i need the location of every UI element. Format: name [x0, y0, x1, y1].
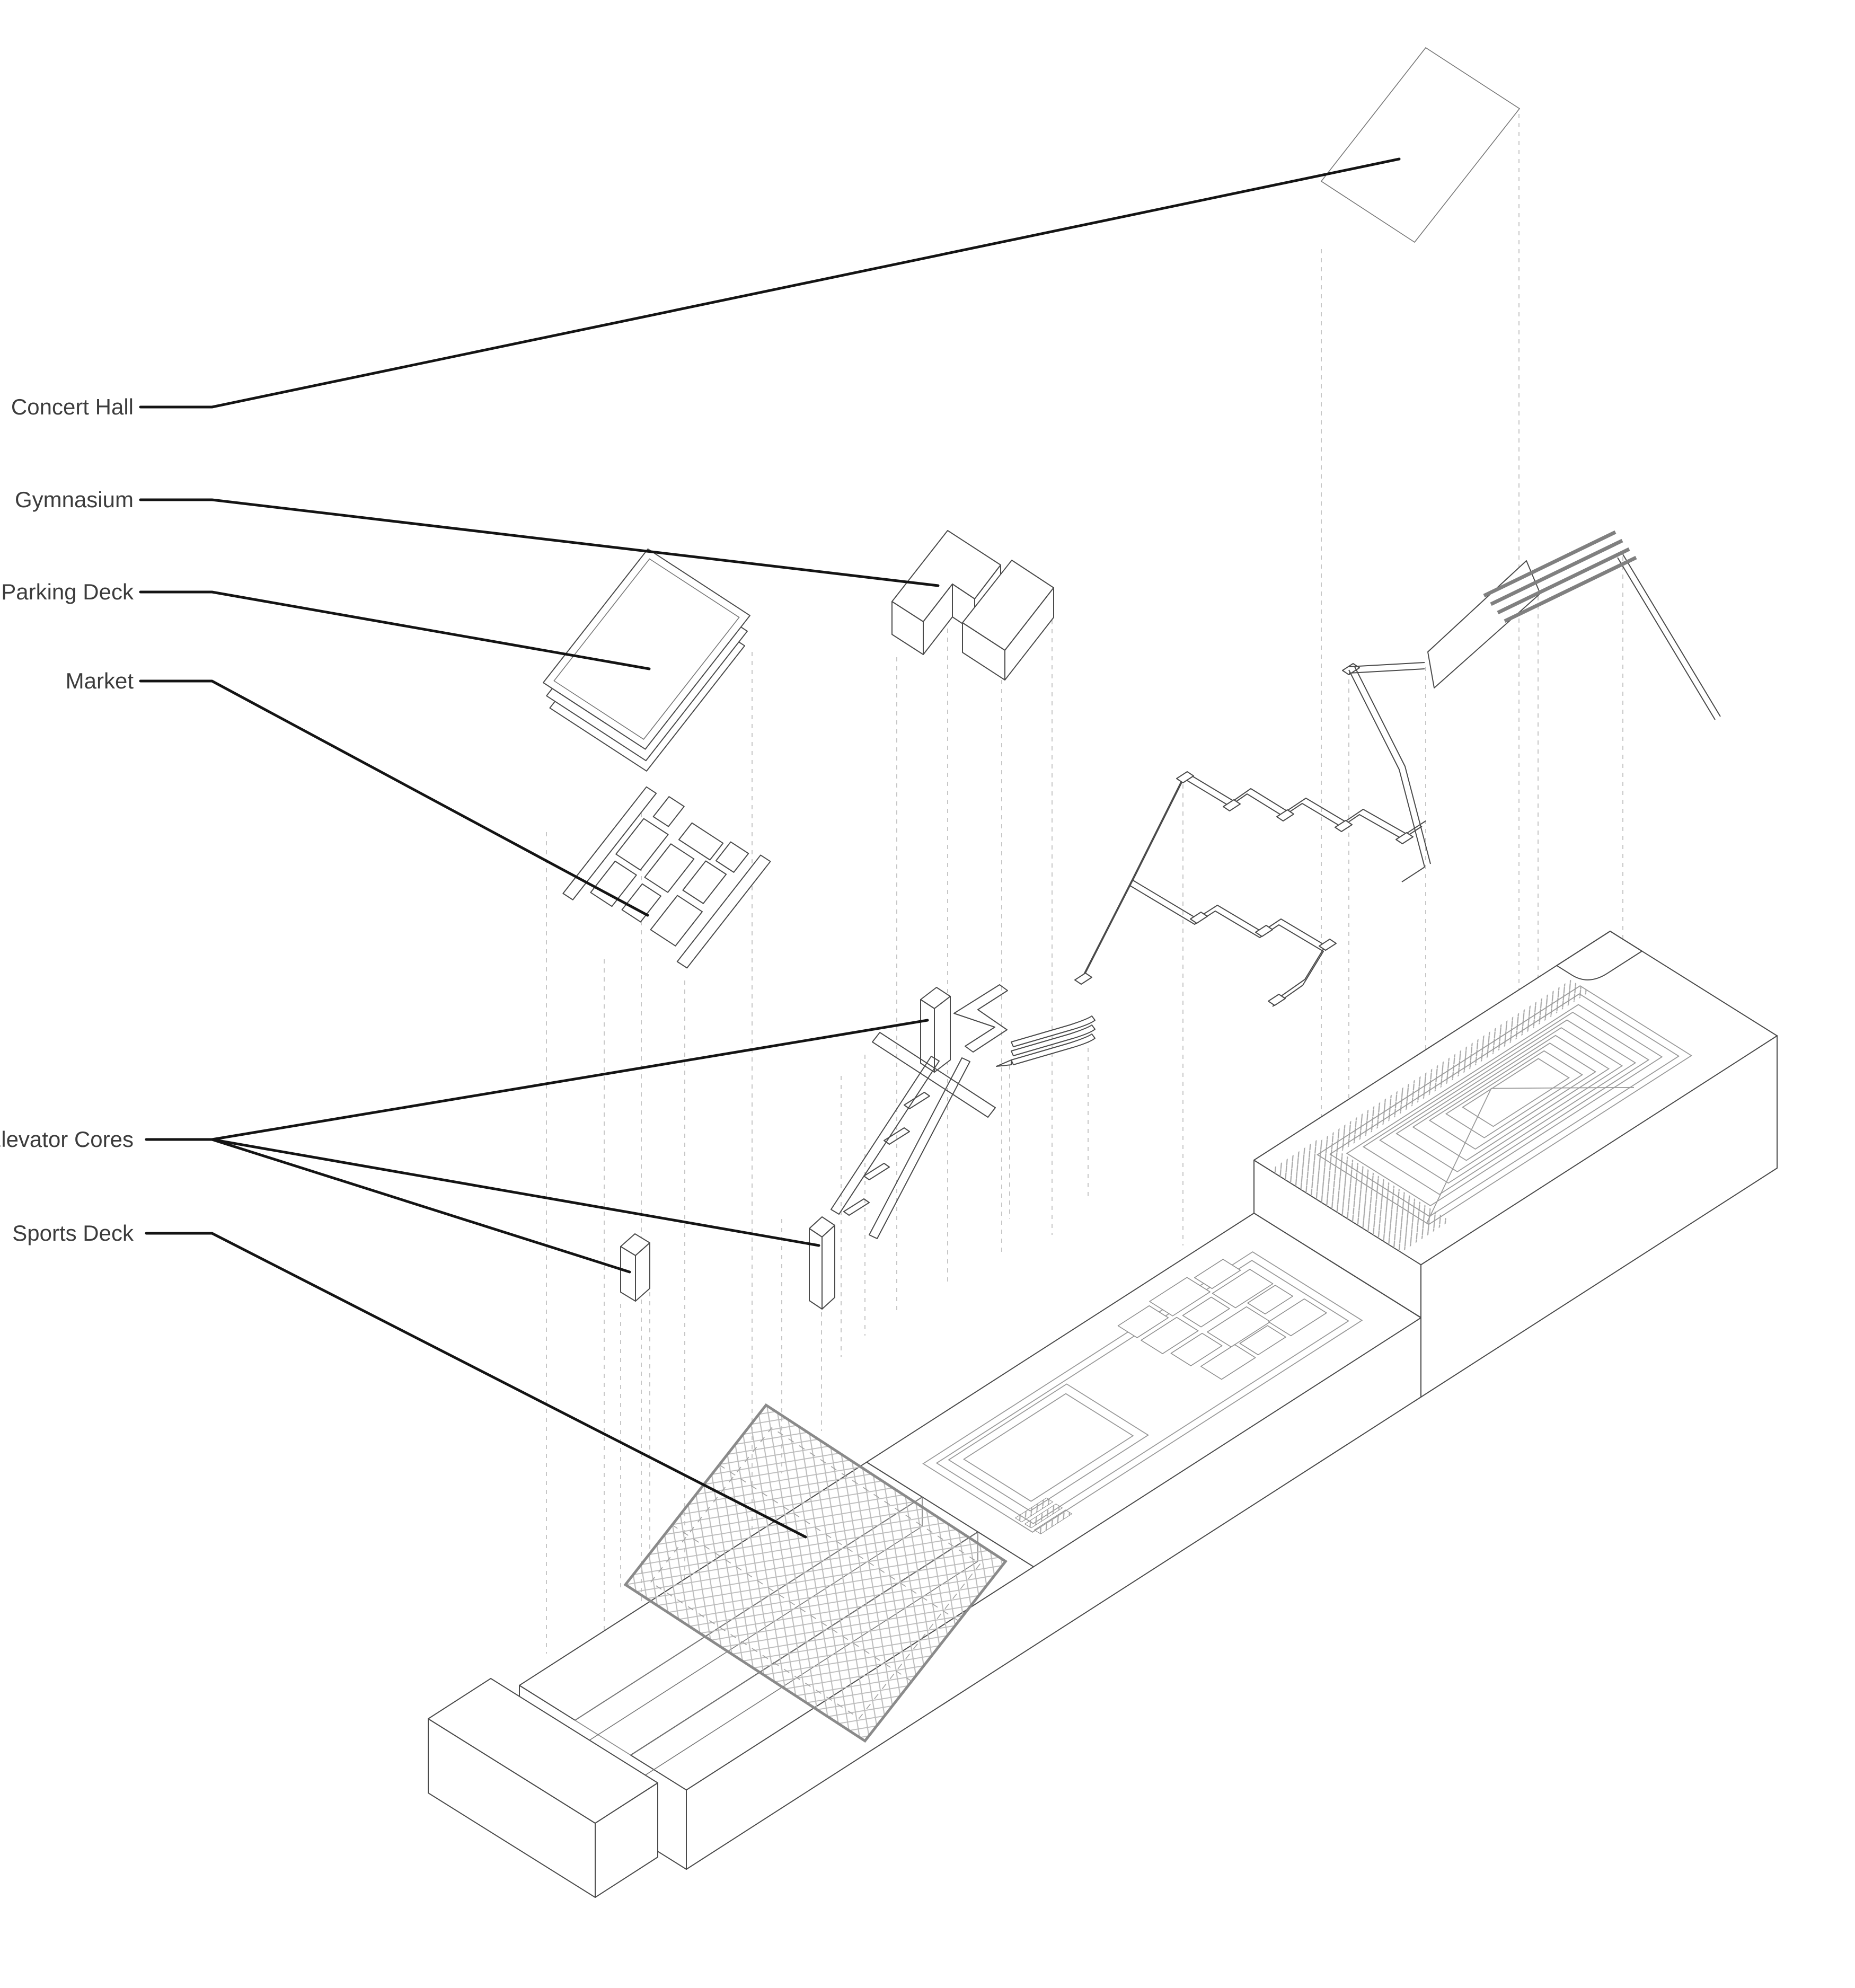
base-podium — [428, 931, 1777, 1898]
labels: Concert Hall Gymnasium Parking Deck Mark… — [0, 394, 134, 1245]
leader-elevator-core-b — [210, 1138, 820, 1247]
elevator-core-3 — [620, 1233, 650, 1302]
elevator-core-1 — [920, 987, 951, 1073]
leader-lines — [139, 157, 1401, 1539]
leader-sports-deck — [145, 1232, 807, 1539]
label-market: Market — [66, 668, 134, 693]
concert-hall-roof — [1320, 47, 1521, 243]
gymnasium-volume — [891, 530, 1054, 681]
leader-elevator-core-c — [210, 1138, 631, 1274]
market-blocks — [563, 783, 770, 972]
courtyard-stair-hatch — [1015, 1498, 1072, 1534]
end-cap-bar — [428, 1678, 658, 1898]
elevator-cores — [620, 984, 1008, 1310]
rounded-notch — [1557, 931, 1642, 985]
circulation-wall-outline — [1074, 554, 1721, 1007]
label-sports-deck: Sports Deck — [12, 1221, 134, 1245]
label-elevator-cores: Elevator Cores — [0, 1127, 134, 1152]
escalator-ribbons — [996, 1015, 1096, 1067]
terrace-block — [1254, 931, 1777, 1265]
ramp-zigzag — [831, 984, 1008, 1239]
leader-concert-hall — [139, 157, 1401, 409]
leader-market — [139, 679, 649, 917]
label-gymnasium: Gymnasium — [15, 487, 134, 512]
leader-gymnasium — [139, 498, 940, 587]
elevator-core-2 — [809, 1216, 835, 1310]
terrace-diagonal-braces — [1353, 1042, 1636, 1223]
courtyard-model-blocks — [1115, 1251, 1327, 1386]
courtyard-outline — [923, 1252, 1362, 1532]
leader-parking-deck — [139, 590, 651, 670]
ramp-treads — [1483, 530, 1637, 623]
wall-corner-blocks — [1074, 663, 1414, 1006]
leader-elevator-core-a — [145, 1019, 929, 1141]
sports-deck-panel — [625, 1405, 1005, 1741]
parking-deck-slabs — [543, 549, 750, 771]
terrace-hatch-west — [1270, 1138, 1450, 1252]
label-concert-hall: Concert Hall — [11, 394, 134, 419]
label-parking-deck: Parking Deck — [1, 579, 134, 604]
stepped-ramp — [1427, 530, 1637, 688]
